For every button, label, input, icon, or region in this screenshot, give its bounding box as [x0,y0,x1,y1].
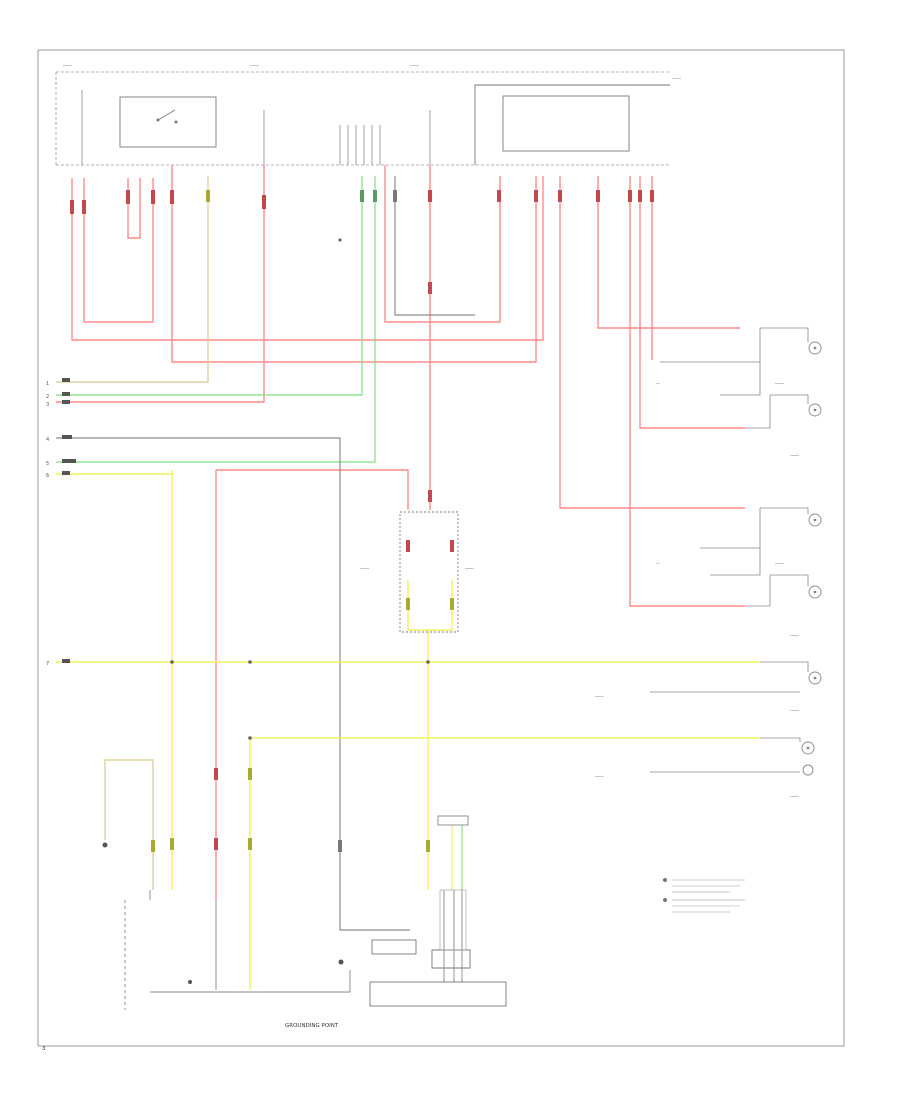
bulb-icon [808,585,822,599]
svg-text:-----: ----- [775,561,784,567]
green-wires [56,176,376,463]
bulb-icon [808,403,822,417]
fuse-box-label: ----- [672,76,681,82]
bulb-icon [802,764,814,776]
svg-text:-----: ----- [595,694,604,700]
ground-icon [338,959,344,965]
high-mount-stop-light: ----- ----- [360,511,474,633]
svg-text:-----: ----- [790,453,799,459]
diagram-frame [37,49,845,1047]
fuse-label-2: ----- [250,63,259,69]
bulb-icon [808,513,822,527]
svg-text:-----: ----- [360,566,369,572]
grounding-point-label: GROUNDING POINT [285,1023,339,1029]
fuse-label-1: ----- [63,63,72,69]
ground-area [102,815,507,1010]
svg-text:2: 2 [46,394,49,400]
svg-text:--: -- [656,381,660,387]
red-wires [56,165,745,900]
svg-text:7: 7 [46,661,49,667]
engine-room-fuse-box: ----- ----- ----- ----- [55,63,681,166]
relay-switch-icon [156,109,178,124]
svg-text:-----: ----- [790,794,799,800]
svg-text:-----: ----- [790,633,799,639]
svg-text:-----: ----- [775,381,784,387]
svg-text:-----: ----- [790,708,799,714]
bulb-icon [808,341,822,355]
gray-wires [56,176,475,931]
ground-icon [102,842,108,848]
page-number: 3 [42,1046,46,1052]
svg-text:3: 3 [46,402,49,408]
svg-text:4: 4 [46,437,49,443]
svg-text:-----: ----- [465,566,474,572]
svg-text:--: -- [656,561,660,567]
fuse-label-3: ----- [410,63,419,69]
bulb-icon [808,671,822,685]
svg-text:-----: ----- [595,774,604,780]
right-side-lamps: -- ----- ----- -- ----- ----- ----- ----… [595,327,822,800]
splice-points [170,238,430,964]
tan-wires [56,176,209,890]
bulb-icon [801,741,815,755]
svg-text:5: 5 [46,461,49,467]
legend-notes [663,878,745,913]
ground-icon [188,980,192,984]
svg-text:1: 1 [46,381,49,387]
left-connector-labels: 1 2 3 4 5 6 7 [46,378,76,667]
svg-text:6: 6 [46,473,49,479]
connector-icons [70,190,654,850]
